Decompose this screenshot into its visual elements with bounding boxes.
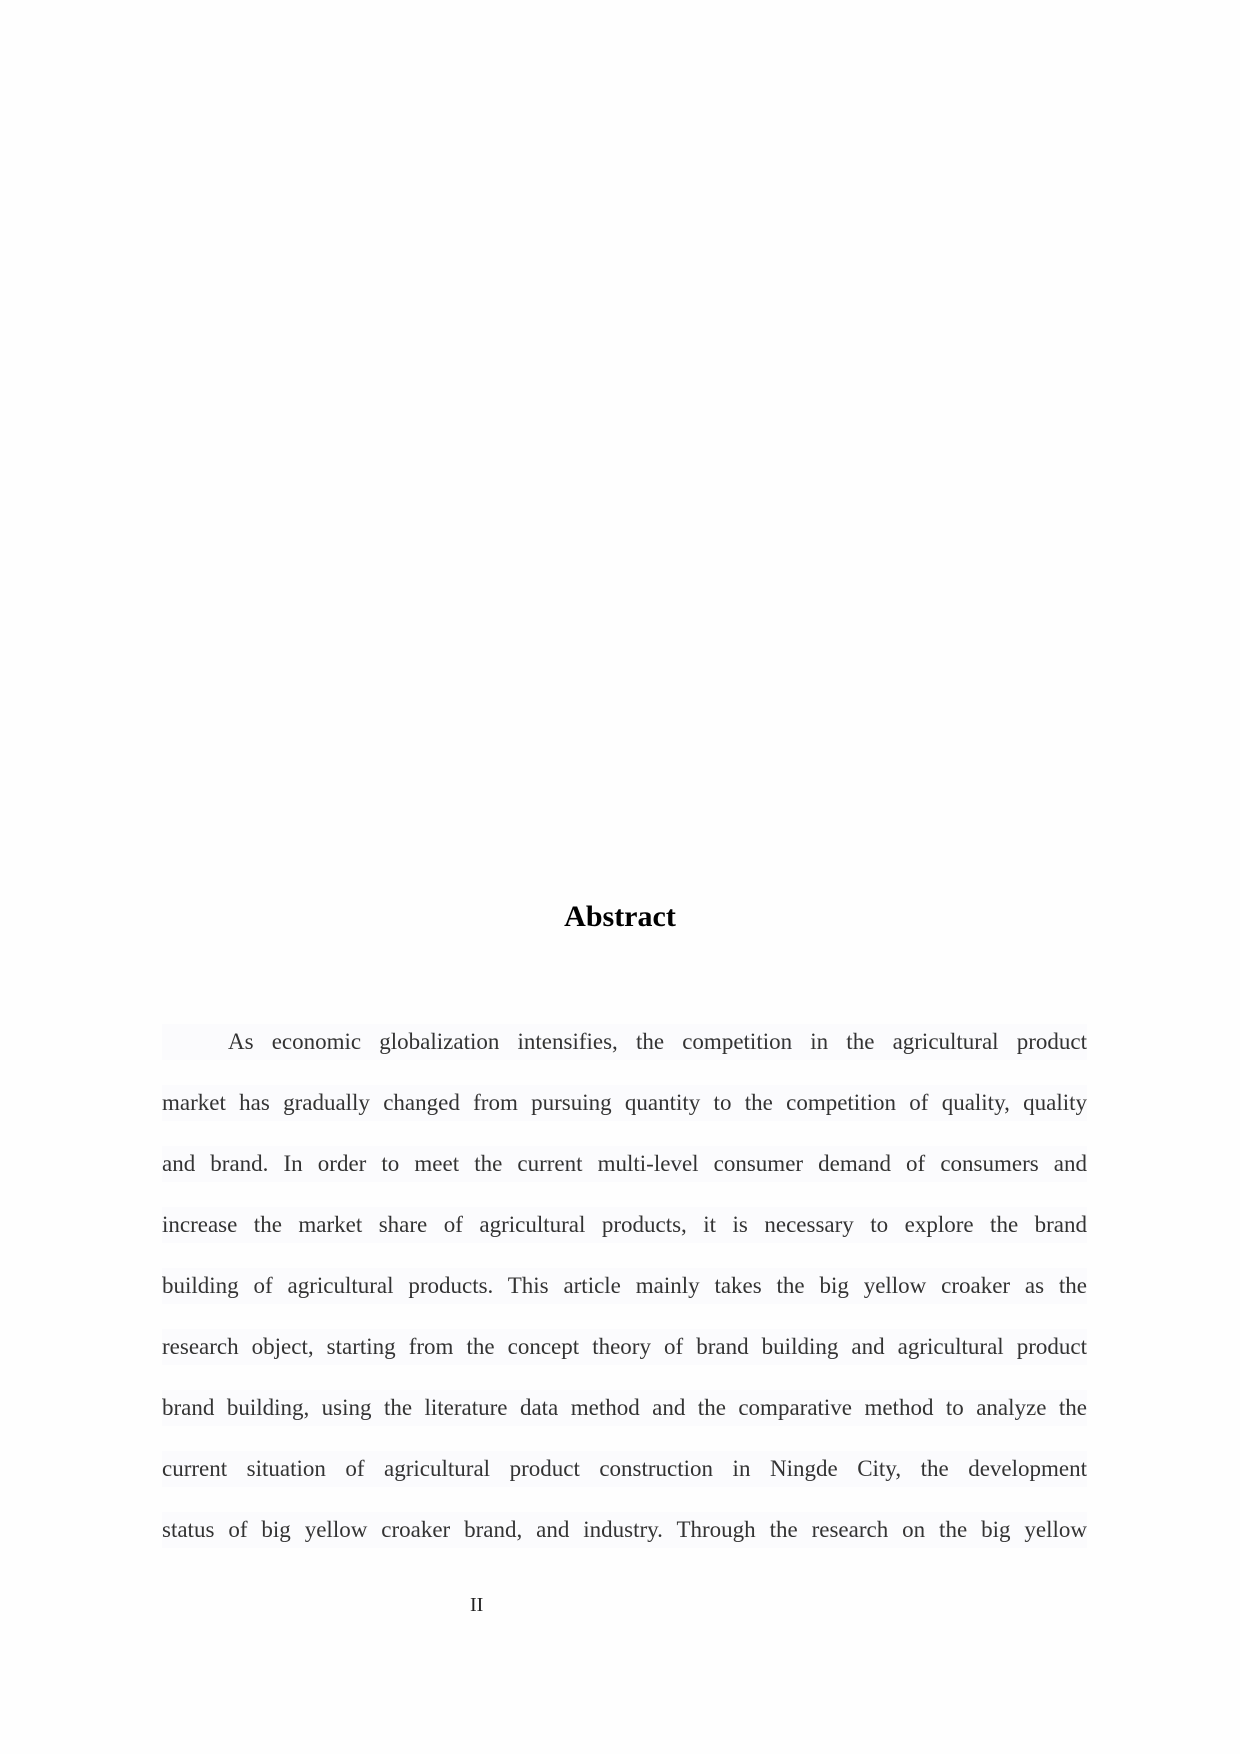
text-line: status of big yellow croaker brand, and … (162, 1512, 1087, 1573)
text-line-content: increase the market share of agricultura… (162, 1207, 1087, 1243)
text-line: building of agricultural products. This … (162, 1268, 1087, 1329)
text-line-content: current situation of agricultural produc… (162, 1451, 1087, 1487)
abstract-body: As economic globalization intensifies, t… (162, 1024, 1087, 1573)
text-line: brand building, using the literature dat… (162, 1390, 1087, 1451)
text-line-content: research object, starting from the conce… (162, 1329, 1087, 1365)
text-line: research object, starting from the conce… (162, 1329, 1087, 1390)
text-line: increase the market share of agricultura… (162, 1207, 1087, 1268)
text-line-content: building of agricultural products. This … (162, 1268, 1087, 1304)
text-line: As economic globalization intensifies, t… (162, 1024, 1087, 1085)
text-line-content: market has gradually changed from pursui… (162, 1085, 1087, 1121)
text-line-content: and brand. In order to meet the current … (162, 1146, 1087, 1182)
text-line-content: As economic globalization intensifies, t… (162, 1024, 1087, 1060)
page-number: II (470, 1594, 484, 1616)
page-title: Abstract (564, 900, 676, 933)
text-line: market has gradually changed from pursui… (162, 1085, 1087, 1146)
text-line-content: status of big yellow croaker brand, and … (162, 1512, 1087, 1548)
text-line-content: brand building, using the literature dat… (162, 1390, 1087, 1426)
text-line: and brand. In order to meet the current … (162, 1146, 1087, 1207)
text-line: current situation of agricultural produc… (162, 1451, 1087, 1512)
